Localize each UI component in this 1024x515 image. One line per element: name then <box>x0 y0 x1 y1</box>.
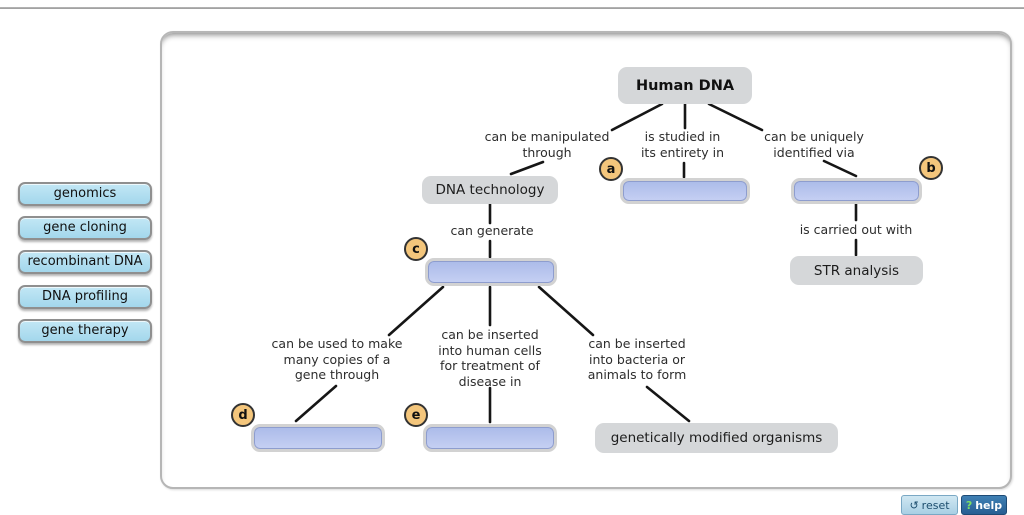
edge-label-insert-bacteria: can be inserted into bacteria or animals… <box>587 336 687 382</box>
slot-marker-a: a <box>599 157 623 181</box>
term-gene-cloning[interactable]: gene cloning <box>18 216 152 240</box>
edge-label-carried: is carried out with <box>799 222 913 237</box>
term-recombinant-dna[interactable]: recombinant DNA <box>18 250 152 274</box>
reset-icon: ↺ <box>909 498 919 512</box>
answer-slot-d[interactable] <box>251 424 385 452</box>
edge-label-copies: can be used to make many copies of a gen… <box>271 336 403 382</box>
help-button-label: help <box>975 498 1003 512</box>
edge-label-insert-cells: can be inserted into human cells for tre… <box>438 327 542 389</box>
node-human-dna: Human DNA <box>618 67 752 104</box>
edge-label-studied: is studied in its entirety in <box>640 129 725 160</box>
slot-marker-d: d <box>231 403 255 427</box>
slot-marker-e: e <box>404 403 428 427</box>
reset-button-label: reset <box>921 498 950 512</box>
answer-slot-c[interactable] <box>425 258 557 286</box>
reset-button[interactable]: ↺ reset <box>901 495 958 515</box>
edge-label-generate: can generate <box>450 223 534 238</box>
edge-label-manipulated: can be manipulated through <box>484 129 610 160</box>
node-dna-technology: DNA technology <box>422 176 558 204</box>
help-button[interactable]: ? help <box>961 495 1007 515</box>
node-genetically-modified-organisms: genetically modified organisms <box>595 423 838 453</box>
term-genomics[interactable]: genomics <box>18 182 152 206</box>
edge-label-uniquely: can be uniquely identified via <box>764 129 864 160</box>
activity-page: { "word_bank": { "items": [ {"label": "g… <box>0 7 1024 515</box>
page-top-divider <box>0 7 1024 9</box>
slot-marker-b: b <box>919 156 943 180</box>
slot-marker-c: c <box>404 237 428 261</box>
answer-slot-e[interactable] <box>423 424 557 452</box>
node-str-analysis: STR analysis <box>790 256 923 285</box>
answer-slot-b[interactable] <box>791 178 922 204</box>
question-mark-icon: ? <box>965 498 973 512</box>
term-gene-therapy[interactable]: gene therapy <box>18 319 152 343</box>
term-dna-profiling[interactable]: DNA profiling <box>18 285 152 309</box>
answer-slot-a[interactable] <box>620 178 750 204</box>
